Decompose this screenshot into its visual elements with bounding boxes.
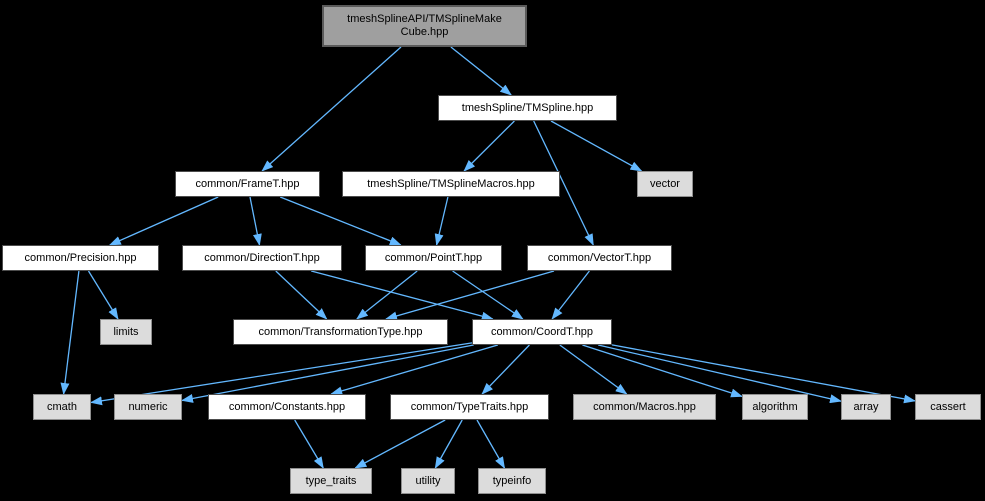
dependency-edge-root-to-tmspline — [450, 46, 512, 96]
graph-node-vectort[interactable]: common/VectorT.hpp — [527, 245, 672, 271]
graph-node-algorithm: algorithm — [742, 394, 808, 420]
dependency-edge-coordt-to-cmath — [90, 342, 473, 406]
dependency-edge-pointt-to-coordt — [452, 270, 524, 320]
dependency-edge-coordt-to-numeric — [181, 344, 474, 403]
graph-node-limits: limits — [100, 319, 152, 345]
dependency-edge-precision-to-limits — [87, 270, 119, 320]
graph-node-numeric: numeric — [114, 394, 182, 420]
dependency-edge-coordt-to-cassert — [611, 344, 916, 404]
dependency-edge-coordt-to-constants — [330, 344, 498, 396]
dependency-edge-framet-to-precision — [108, 196, 219, 246]
graph-node-tmsmacros[interactable]: tmeshSpline/TMSplineMacros.hpp — [342, 171, 560, 197]
dependency-edge-framet-to-directiont — [249, 196, 262, 246]
graph-node-cmath: cmath — [33, 394, 91, 420]
dependency-edge-pointt-to-transformationtype — [356, 270, 418, 320]
graph-node-precision[interactable]: common/Precision.hpp — [2, 245, 159, 271]
dependency-edge-directiont-to-coordt — [311, 270, 494, 321]
dependency-edge-root-to-framet — [261, 46, 402, 172]
dependency-edge-directiont-to-transformationtype — [275, 270, 328, 320]
dependency-edge-typetraits-to-typeinfo — [476, 419, 506, 469]
graph-node-root: tmeshSplineAPI/TMSplineMake Cube.hpp — [322, 5, 527, 47]
graph-node-cassert: cassert — [915, 394, 981, 420]
dependency-edge-coordt-to-algorithm — [582, 344, 743, 398]
graph-node-type_traits: type_traits — [290, 468, 372, 494]
dependency-edge-tmspline-to-tmsmacros — [463, 120, 515, 172]
dependency-edge-vectort-to-transformationtype — [385, 270, 555, 321]
graph-node-constants[interactable]: common/Constants.hpp — [208, 394, 366, 420]
graph-node-vector: vector — [637, 171, 693, 197]
dependency-edge-tmspline-to-vector — [550, 120, 643, 172]
graph-node-array: array — [841, 394, 891, 420]
dependency-edge-coordt-to-macros — [559, 344, 628, 395]
graph-node-typetraits[interactable]: common/TypeTraits.hpp — [390, 394, 549, 420]
dependency-edge-coordt-to-array — [598, 344, 842, 404]
graph-node-macros: common/Macros.hpp — [573, 394, 716, 420]
graph-node-tmspline[interactable]: tmeshSpline/TMSpline.hpp — [438, 95, 617, 121]
dependency-edge-tmspline-to-vectort — [533, 120, 594, 246]
dependency-edge-coordt-to-typetraits — [481, 344, 530, 395]
graph-node-directiont[interactable]: common/DirectionT.hpp — [182, 245, 342, 271]
graph-node-typeinfo: typeinfo — [478, 468, 546, 494]
dependency-edge-precision-to-cmath — [60, 270, 80, 395]
graph-node-transformationtype[interactable]: common/TransformationType.hpp — [233, 319, 448, 345]
dependency-edge-framet-to-pointt — [279, 196, 402, 246]
dependency-edge-constants-to-type_traits — [294, 419, 324, 469]
graph-node-utility: utility — [401, 468, 455, 494]
dependency-edge-typetraits-to-type_traits — [354, 419, 446, 469]
graph-node-coordt[interactable]: common/CoordT.hpp — [472, 319, 612, 345]
dependency-edge-typetraits-to-utility — [434, 419, 463, 469]
graph-node-framet[interactable]: common/FrameT.hpp — [175, 171, 320, 197]
graph-node-pointt[interactable]: common/PointT.hpp — [365, 245, 502, 271]
dependency-edge-tmsmacros-to-pointt — [434, 196, 449, 246]
dependency-edge-vectort-to-coordt — [551, 270, 590, 320]
